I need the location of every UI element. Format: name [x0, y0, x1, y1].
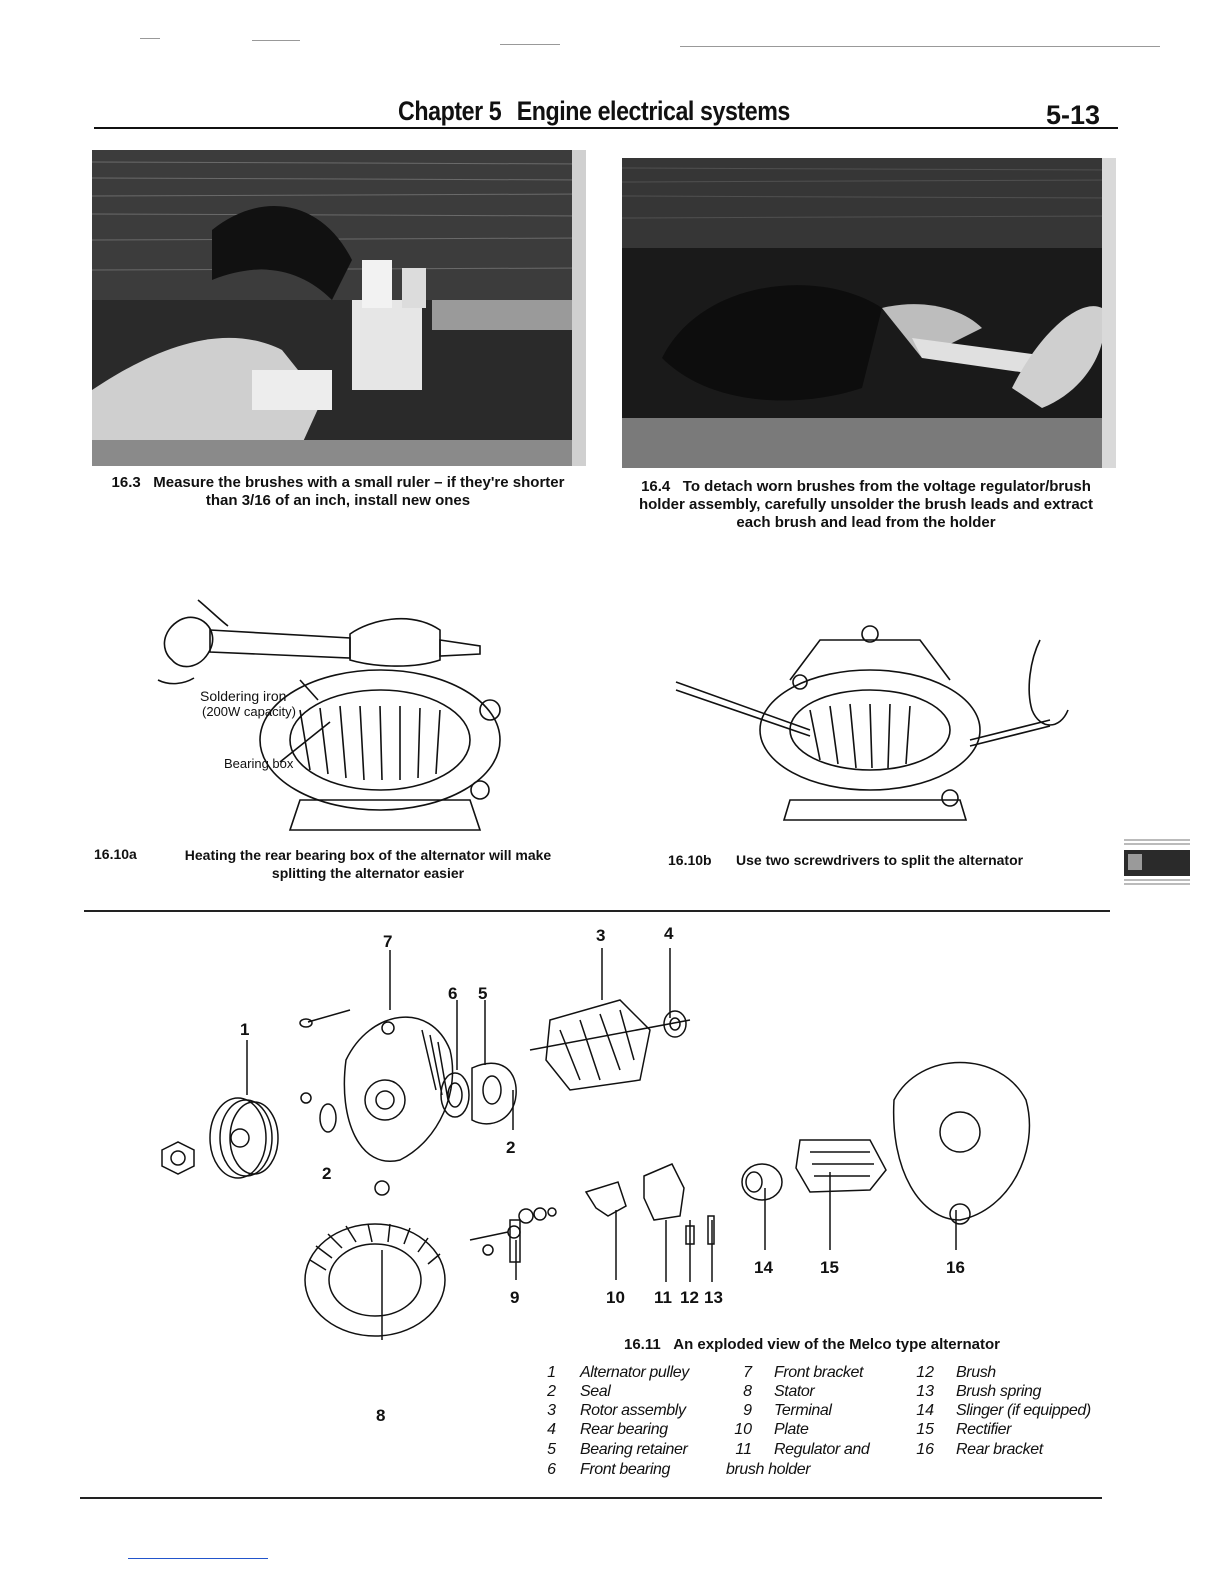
legend-num: 10: [734, 1421, 752, 1438]
callout-2b: 2: [506, 1138, 516, 1157]
footer-underline: [128, 1558, 268, 1559]
footer-rule: [80, 1497, 1102, 1499]
legend-label: Seal: [580, 1383, 611, 1400]
callout-5: 5: [478, 984, 488, 1003]
callout-7: 7: [383, 932, 393, 951]
label-capacity: (200W capacity): [202, 704, 296, 719]
legend-num: 7: [743, 1364, 752, 1381]
scan-mark: [252, 40, 300, 41]
caption-16-10a: Heating the rear bearing box of the alte…: [184, 847, 552, 881]
legend-label: Terminal: [774, 1402, 832, 1419]
caption-16-4: 16.4 To detach worn brushes from the vol…: [622, 478, 1110, 532]
caption-16-3: 16.3 Measure the brushes with a small ru…: [94, 474, 582, 510]
scan-mark: [680, 46, 1160, 47]
callout-10: 10: [606, 1288, 625, 1307]
callout-16: 16: [946, 1258, 965, 1277]
legend-label: Front bearing: [580, 1461, 670, 1478]
drawing-16-10a: Soldering iron (200W capacity) Bearing b…: [150, 590, 530, 840]
callout-3: 3: [596, 926, 606, 945]
legend-label-continued: brush holder: [726, 1461, 811, 1478]
chapter-edge-tab: [1124, 836, 1190, 888]
legend-label: Rear bracket: [956, 1441, 1043, 1458]
callout-4: 4: [664, 924, 674, 943]
chapter-title: Engine electrical systems: [516, 96, 791, 126]
page-number: 5-13: [1046, 100, 1101, 130]
label-soldering-iron: Soldering iron: [200, 688, 287, 704]
callout-15: 15: [820, 1258, 839, 1277]
exploded-view-16-11: 1 2 2 3 4 5 6 7 8 9 10 11 12 13 14 15 16: [150, 920, 1050, 1425]
legend-label: Stator: [774, 1383, 815, 1400]
figure-caption: To detach worn brushes from the voltage …: [638, 478, 1094, 531]
legend-label: Rectifier: [956, 1421, 1012, 1438]
figure-caption: Measure the brushes with a small ruler –…: [153, 474, 565, 509]
legend-num: 4: [547, 1421, 556, 1438]
scan-mark: [140, 38, 160, 39]
legend-num: 6: [547, 1461, 556, 1478]
legend-label: Rear bearing: [580, 1421, 668, 1438]
legend-num: 3: [547, 1402, 556, 1419]
legend-num: 11: [735, 1441, 752, 1458]
callout-8: 8: [376, 1406, 386, 1425]
drawing-16-10b: [670, 620, 1070, 840]
callout-13: 13: [704, 1288, 723, 1307]
figure-number-16-10b: 16.10b: [668, 852, 712, 868]
callout-6: 6: [448, 984, 458, 1003]
legend-label: Bearing retainer: [580, 1441, 688, 1458]
figure-caption: An exploded view of the Melco type alter…: [673, 1336, 1000, 1353]
chapter-label: Chapter 5: [398, 96, 502, 126]
legend-num: 14: [916, 1402, 934, 1419]
legend-num: 9: [743, 1402, 752, 1419]
callout-1: 1: [240, 1020, 250, 1039]
legend-num: 16: [916, 1441, 934, 1458]
header-rule: [94, 127, 1118, 129]
callout-9: 9: [510, 1288, 520, 1307]
section-rule: [84, 910, 1110, 912]
photo-16-3: [92, 150, 586, 466]
legend-label: Rotor assembly: [580, 1402, 686, 1419]
photo-16-4: [622, 158, 1116, 468]
legend-num: 5: [547, 1441, 556, 1458]
legend-label: Slinger (if equipped): [956, 1402, 1091, 1419]
legend-num: 15: [916, 1421, 934, 1438]
callout-2: 2: [322, 1164, 332, 1183]
legend-label: Brush spring: [956, 1383, 1042, 1400]
legend-num: 13: [916, 1383, 934, 1400]
scan-mark: [500, 44, 560, 45]
legend-label: Plate: [774, 1421, 809, 1438]
legend-label: Front bracket: [774, 1364, 864, 1381]
callout-12: 12: [680, 1288, 699, 1307]
figure-number: 16.4: [641, 478, 671, 495]
label-bearing-box: Bearing box: [224, 756, 294, 771]
figure-number: 16.11: [624, 1336, 661, 1353]
caption-16-11: 16.11 An exploded view of the Melco type…: [624, 1336, 1000, 1353]
callout-14: 14: [754, 1258, 773, 1277]
legend-num: 8: [743, 1383, 752, 1400]
legend-label: Brush: [956, 1364, 996, 1381]
callout-11: 11: [654, 1288, 672, 1307]
figure-number-16-10a: 16.10a: [94, 846, 137, 862]
caption-16-10b: Use two screwdrivers to split the altern…: [736, 852, 1024, 868]
legend-label: Regulator and: [774, 1441, 870, 1458]
figure-number: 16.3: [111, 474, 141, 491]
legend-num: 12: [916, 1364, 934, 1381]
legend-num: 2: [547, 1383, 556, 1400]
legend-num: 1: [547, 1364, 556, 1381]
page-header-chapter: Chapter 5 Engine electrical systems: [398, 96, 790, 127]
legend-label: Alternator pulley: [580, 1364, 689, 1381]
